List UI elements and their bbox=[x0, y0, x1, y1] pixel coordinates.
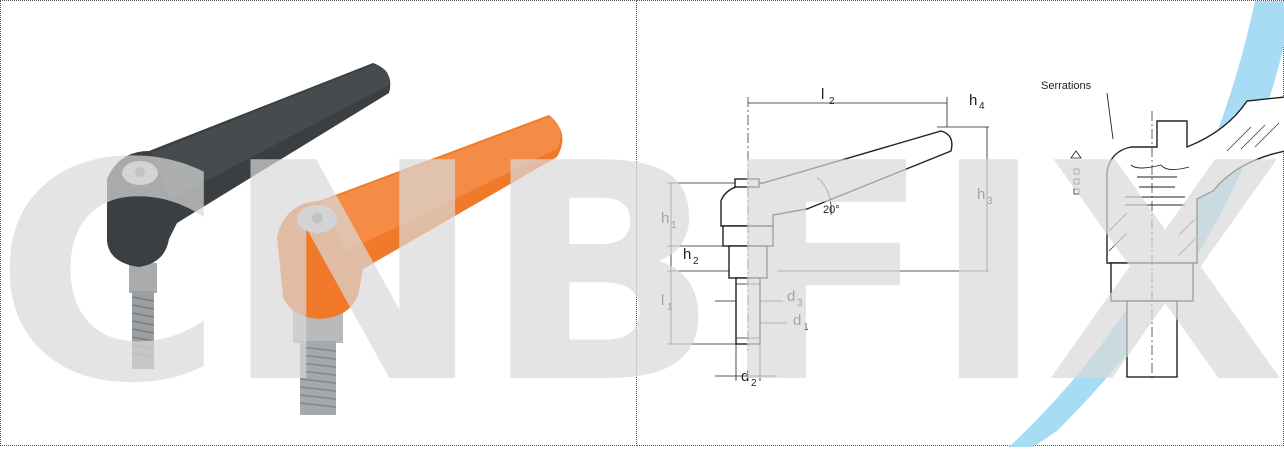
section-view bbox=[1106, 92, 1284, 381]
accent-swoosh bbox=[1009, 1, 1284, 447]
dim-d3-subscript: 3 bbox=[797, 298, 803, 309]
serrations-callout: Serrations bbox=[1041, 80, 1092, 92]
lever-side-view bbox=[720, 97, 953, 351]
dim-l2-subscript: 2 bbox=[829, 96, 835, 107]
product-photo-panel bbox=[0, 0, 637, 446]
technical-drawing-panel: l 2 h 4 h 3 h 1 h 2 l 1 d 3 d 1 d 2 20° … bbox=[636, 0, 1284, 447]
dim-h2-subscript: 2 bbox=[693, 256, 699, 267]
dim-angle-label: 20° bbox=[823, 204, 840, 216]
dim-l2-label: l bbox=[821, 86, 824, 103]
dim-h1-subscript: 1 bbox=[671, 220, 677, 231]
dim-l1-subscript: 1 bbox=[667, 302, 673, 313]
technical-drawing: l 2 h 4 h 3 h 1 h 2 l 1 d 3 d 1 d 2 20° … bbox=[661, 1, 1284, 447]
dimension-lines bbox=[667, 97, 989, 381]
dim-h3-subscript: 3 bbox=[987, 196, 993, 207]
dim-h4-subscript: 4 bbox=[979, 101, 985, 112]
dim-h4-label: h bbox=[969, 92, 977, 109]
orange-adjustable-lever bbox=[277, 115, 563, 415]
dark-adjustable-lever bbox=[107, 63, 391, 369]
product-photo bbox=[107, 63, 563, 415]
dim-h3-label: h bbox=[977, 186, 985, 203]
section-markers bbox=[1070, 150, 1082, 195]
dim-d3-label: d bbox=[787, 288, 795, 305]
dim-h1-label: h bbox=[661, 210, 669, 227]
dim-d2-label: d bbox=[741, 368, 749, 385]
dim-d2-subscript: 2 bbox=[751, 378, 757, 389]
dim-h2-label: h bbox=[683, 246, 691, 263]
dim-d1-subscript: 1 bbox=[803, 322, 809, 333]
dim-l1-label: l bbox=[661, 292, 664, 309]
dim-d1-label: d bbox=[793, 312, 801, 329]
